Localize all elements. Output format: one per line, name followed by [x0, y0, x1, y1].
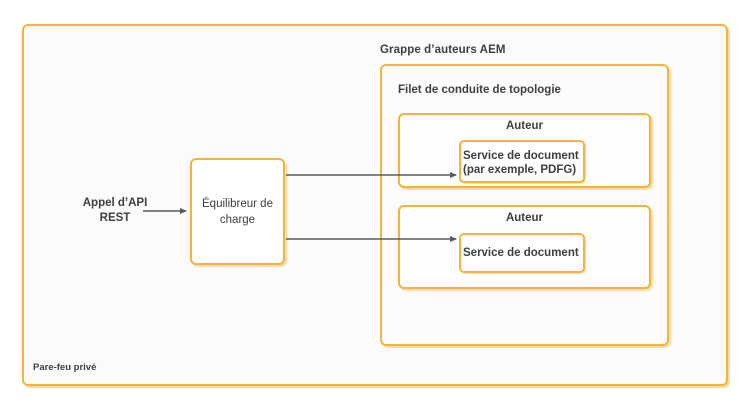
document-service-box-1 — [459, 140, 585, 183]
author-node-1-title: Auteur — [505, 120, 544, 132]
document-service-box-2 — [459, 233, 585, 273]
topology-pipeline-label: Filet de conduite de topologie — [398, 84, 561, 96]
document-service-label-2: Service de document — [463, 247, 579, 259]
author-node-2-title: Auteur — [505, 212, 544, 224]
load-balancer-box — [190, 158, 285, 265]
private-firewall-label: Pare-feu privé — [33, 362, 97, 373]
api-call-label: Appel d’API REST — [82, 197, 148, 224]
aem-author-cluster-label: Grappe d’auteurs AEM — [380, 44, 506, 56]
document-service-label-1: Service de document (par exemple, PDFG) — [463, 150, 579, 176]
load-balancer-label: Équilibreur de charge — [202, 198, 273, 226]
